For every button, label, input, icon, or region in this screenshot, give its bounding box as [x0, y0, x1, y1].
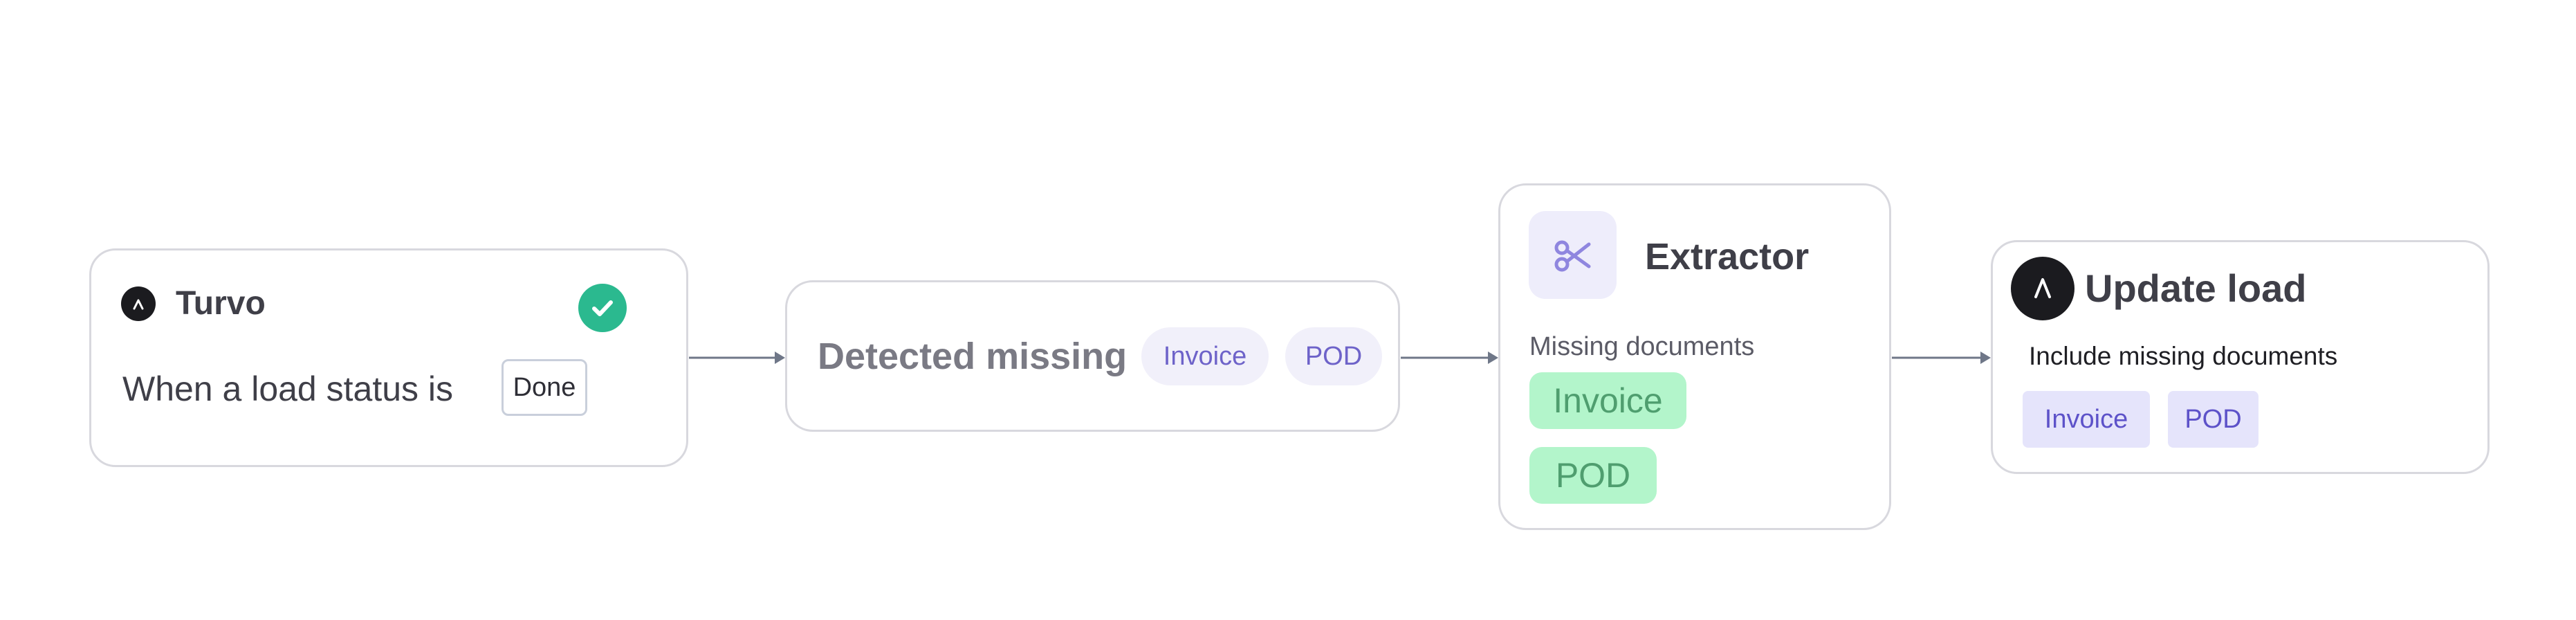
trigger-condition-text: When a load status is: [122, 370, 454, 408]
update-document-pod: POD: [2168, 391, 2258, 448]
update-document-invoice: Invoice: [2023, 391, 2150, 448]
check-circle-icon: [578, 284, 627, 332]
turvo-logo-icon: [121, 286, 156, 321]
connector-turvo-to-detected: [689, 352, 785, 364]
connector-detected-to-extractor: [1401, 352, 1498, 364]
status-value-chip[interactable]: Done: [502, 359, 587, 416]
connector-extractor-to-update: [1892, 352, 1991, 364]
scissors-icon: [1529, 211, 1617, 299]
detected-tag-invoice: Invoice: [1141, 327, 1269, 385]
extractor-document-pod: POD: [1529, 447, 1657, 504]
turvo-trigger-node[interactable]: [89, 248, 688, 467]
turvo-node-title: Turvo: [176, 285, 266, 322]
detected-missing-title: Detected missing: [818, 336, 1128, 377]
detected-tag-pod: POD: [1285, 327, 1382, 385]
extractor-node-title: Extractor: [1645, 236, 1810, 277]
include-missing-documents-label: Include missing documents: [2029, 342, 2338, 370]
update-load-title: Update load: [2085, 266, 2307, 310]
extractor-document-invoice: Invoice: [1529, 372, 1686, 429]
missing-documents-label: Missing documents: [1529, 332, 1755, 361]
turvo-logo-icon: [2011, 257, 2074, 320]
